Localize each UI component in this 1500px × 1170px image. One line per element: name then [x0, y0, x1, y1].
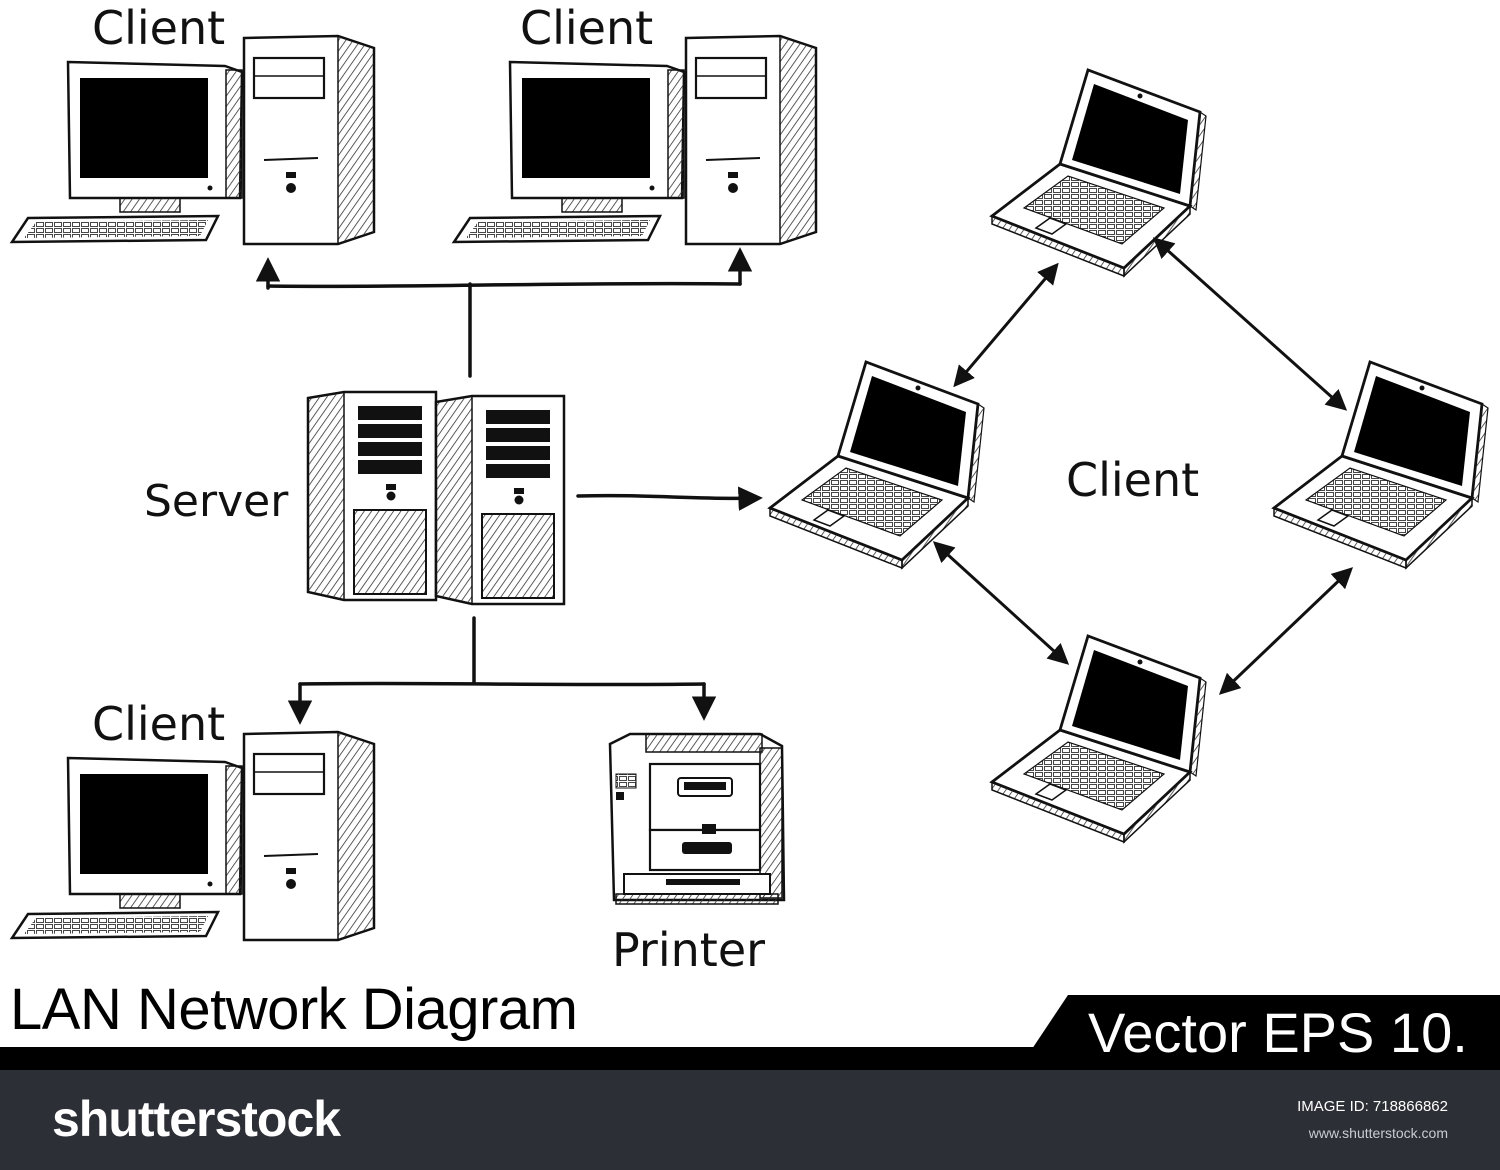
laptop-bottom — [990, 634, 1208, 844]
site-url: www.shutterstock.com — [1308, 1125, 1448, 1141]
label-server: Server — [144, 476, 289, 527]
printer-icon — [610, 734, 784, 904]
server-icon — [306, 390, 566, 606]
label-client-laptops: Client — [1066, 453, 1199, 507]
laptop-left — [768, 360, 986, 570]
label-client-top-left: Client — [92, 1, 225, 55]
image-id: IMAGE ID: 718866862 — [1297, 1098, 1448, 1115]
connector-server-laptops — [576, 486, 763, 511]
connector-laptop-ring — [932, 237, 1354, 695]
laptop-right — [1272, 360, 1490, 570]
label-client-top-right: Client — [520, 1, 653, 55]
connector-server-bottom — [287, 616, 717, 725]
brand-logo: shutterstock — [52, 1091, 341, 1147]
label-client-bottom-left: Client — [92, 697, 225, 751]
client-desktop-bottom-left — [10, 730, 376, 942]
footer-bar — [0, 1070, 1500, 1170]
badge-text: Vector EPS 10. — [1088, 1001, 1468, 1064]
label-printer: Printer — [612, 923, 765, 977]
client-desktop-top-left — [10, 34, 376, 246]
client-desktop-top-right — [452, 34, 818, 246]
diagram-title: LAN Network Diagram — [10, 977, 578, 1042]
connector-server-top-clients — [255, 247, 753, 378]
badge-tab — [1028, 995, 1500, 1055]
laptop-top — [990, 68, 1208, 278]
